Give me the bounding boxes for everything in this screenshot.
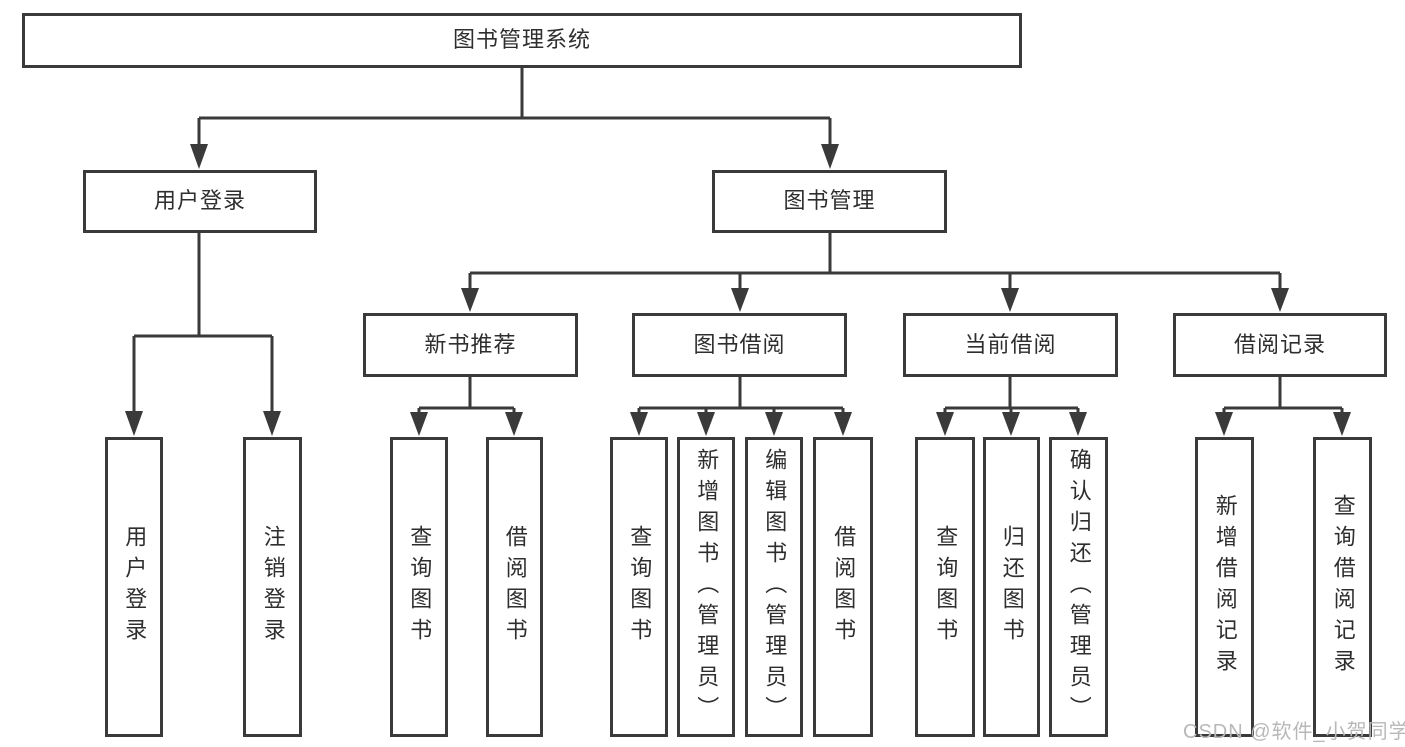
leaf-edit-books-admin: 编辑图书（管理员）: [745, 437, 803, 737]
arrowhead-user-login: [190, 144, 208, 169]
leaf-borrow-books: 借阅图书: [813, 437, 873, 737]
leaf-query-books-borrow: 查询图书: [610, 437, 668, 737]
leaf-logout: 注销登录: [243, 437, 302, 737]
node-book-borrowing: 图书借阅: [632, 313, 847, 377]
leaf-query-borrow-record: 查询借阅记录: [1313, 437, 1372, 737]
connector-borrow-records-children: [1215, 377, 1351, 436]
connector-current-borrow-children: [936, 377, 1087, 436]
connector-root-to-level1: [190, 68, 839, 169]
leaf-borrow-books-new: 借阅图书: [486, 437, 543, 737]
leaf-query-books-current: 查询图书: [915, 437, 975, 737]
connector-user-login-children: [125, 233, 281, 436]
arrowhead-book-management: [821, 144, 839, 169]
node-current-borrowing: 当前借阅: [903, 313, 1118, 377]
leaf-add-books-admin: 新增图书（管理员）: [677, 437, 735, 737]
connector-book-borrow-children: [630, 377, 852, 436]
leaf-return-books: 归还图书: [983, 437, 1040, 737]
node-library-management-system: 图书管理系统: [22, 13, 1022, 68]
connector-book-management-children: [461, 233, 1289, 312]
leaf-user-login: 用户登录: [105, 437, 163, 737]
node-user-login: 用户登录: [83, 170, 317, 233]
node-book-management: 图书管理: [712, 170, 947, 233]
node-borrowing-records: 借阅记录: [1173, 313, 1387, 377]
leaf-query-books-new: 查询图书: [390, 437, 448, 737]
csdn-watermark: CSDN @软件_小贺同学: [1183, 721, 1405, 743]
leaf-confirm-return-admin: 确认归还（管理员）: [1049, 437, 1108, 737]
connector-new-books-children: [410, 377, 523, 436]
leaf-add-borrow-record: 新增借阅记录: [1195, 437, 1254, 737]
node-new-book-recommendation: 新书推荐: [363, 313, 578, 377]
